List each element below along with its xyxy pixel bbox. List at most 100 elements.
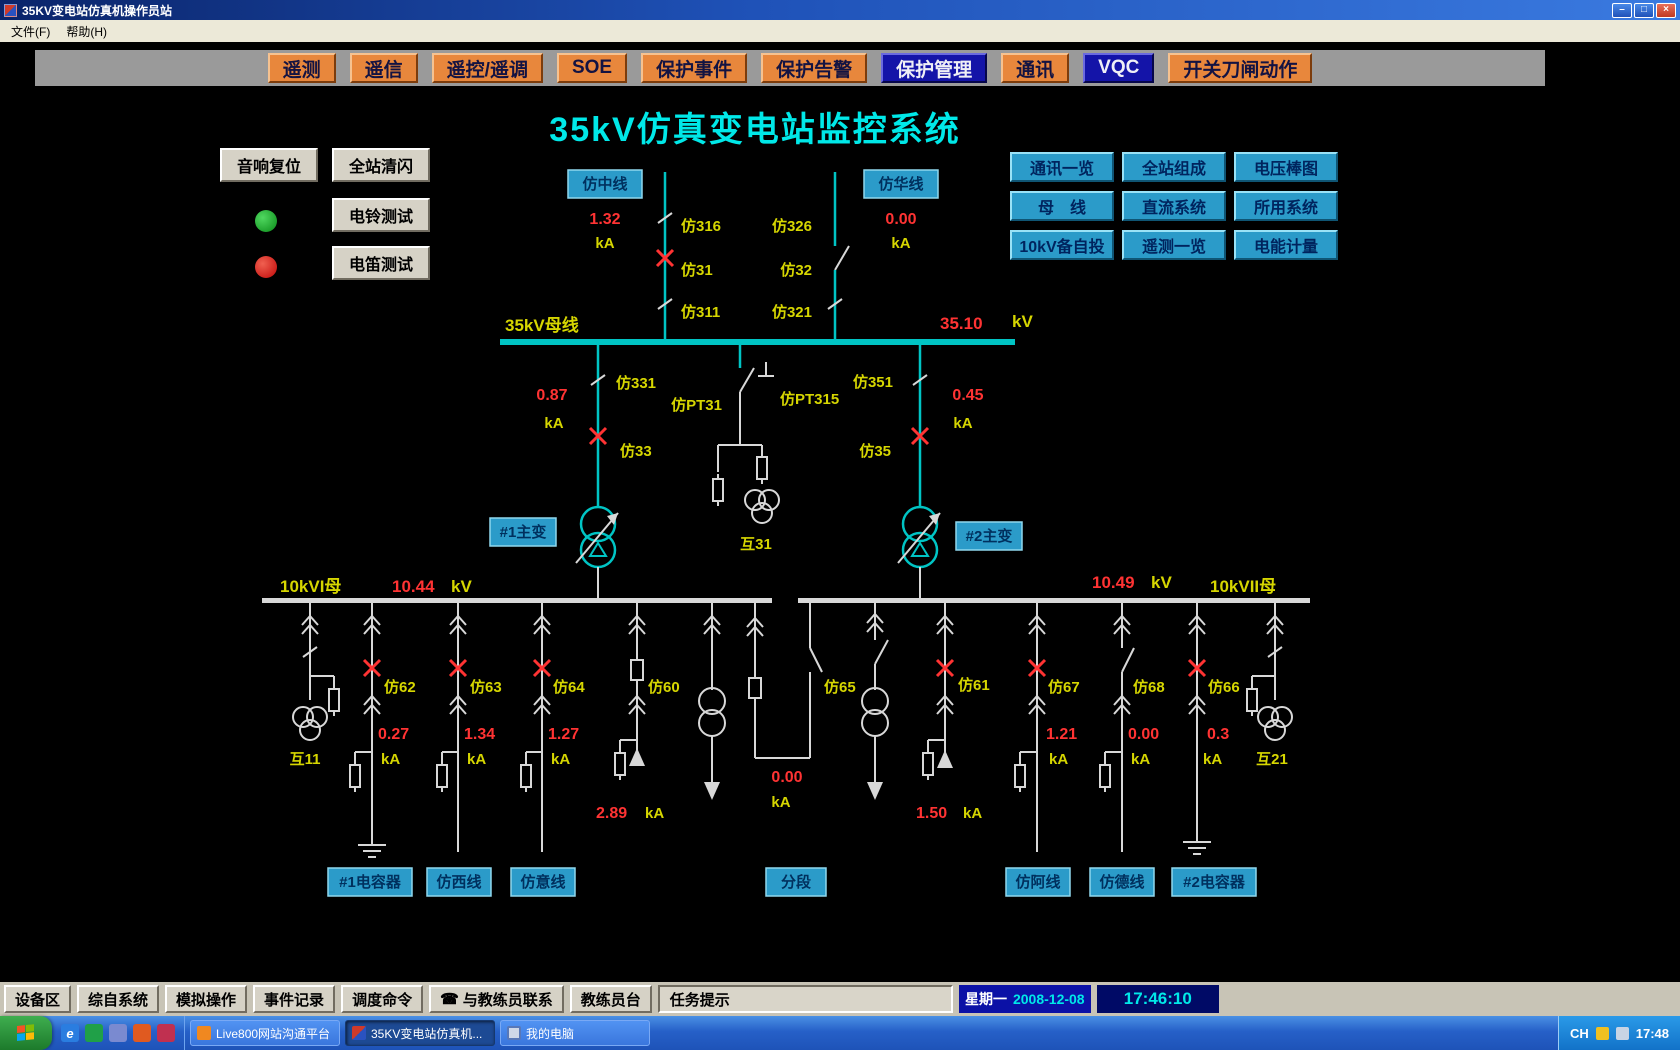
minimize-button[interactable]: – — [1612, 2, 1632, 18]
line-name-box-fangzhong[interactable] — [567, 169, 643, 199]
bell-test-button[interactable]: 电铃测试 — [332, 198, 430, 232]
event-record-button[interactable]: 事件记录 — [253, 985, 336, 1013]
device-area-button[interactable]: 设备区 — [4, 985, 72, 1013]
horn-test-button[interactable]: 电笛测试 — [332, 246, 430, 280]
transformer2-symbol[interactable] — [896, 505, 942, 569]
close-button[interactable]: × — [1656, 2, 1676, 18]
menu-file[interactable]: 文件(F) — [11, 24, 51, 39]
feeder-current-unit: kA — [551, 751, 570, 768]
nav-comm-overview-button[interactable]: 通讯一览 — [1010, 152, 1114, 182]
fuse-icon[interactable] — [614, 747, 626, 781]
pt-name: 互21 — [1256, 751, 1288, 768]
label-box-fangde[interactable] — [1089, 867, 1155, 897]
fuse-icon[interactable] — [520, 759, 532, 793]
toolbar-telemetry-button[interactable]: 遥测 — [267, 53, 336, 83]
toolbar-protection-mgmt-button[interactable]: 保护管理 — [881, 53, 988, 83]
nav-dc-system-button[interactable]: 直流系统 — [1122, 191, 1226, 221]
feeder-fang64: 仿64 1.27 kA — [520, 603, 585, 852]
fuse-icon[interactable] — [1014, 759, 1026, 793]
toolbar-protection-event-button[interactable]: 保护事件 — [641, 53, 748, 83]
nav-energy-metering-button[interactable]: 电能计量 — [1234, 230, 1338, 260]
open-switch-icon[interactable] — [874, 639, 889, 665]
simulation-operation-button[interactable]: 模拟操作 — [165, 985, 248, 1013]
open-switch-fang65[interactable] — [809, 647, 823, 673]
nav-10kv-ats-button[interactable]: 10kV备自投 — [1010, 230, 1114, 260]
line-name-box-fanghua[interactable] — [863, 169, 939, 199]
dispatch-command-button[interactable]: 调度命令 — [341, 985, 424, 1013]
contact-instructor-button[interactable]: ☎ 与教练员联系 — [429, 985, 564, 1013]
transformer2-name: #2主变 — [966, 527, 1013, 545]
t1-current: 0.87 — [536, 387, 567, 404]
quicklaunch-desktop-icon[interactable] — [85, 1024, 103, 1042]
substation-app-icon — [352, 1026, 366, 1040]
tray-app-icon[interactable] — [1595, 1026, 1609, 1040]
task-my-computer[interactable]: 我的电脑 — [500, 1020, 650, 1046]
fuse-icon[interactable] — [328, 683, 340, 717]
switch-label: 仿331 — [616, 374, 656, 392]
nav-voltage-bar-button[interactable]: 电压棒图 — [1234, 152, 1338, 182]
arrow-down-icon — [867, 782, 883, 800]
fuse-icon[interactable] — [1099, 759, 1111, 793]
nav-telemetry-overview-button[interactable]: 遥测一览 — [1122, 230, 1226, 260]
quicklaunch-app-icon[interactable] — [133, 1024, 151, 1042]
open-switch-pt31[interactable] — [739, 367, 755, 393]
fuse-icon[interactable] — [349, 759, 361, 793]
label-box-fangyi[interactable] — [510, 867, 576, 897]
toolbar-vqc-button[interactable]: VQC — [1083, 53, 1155, 83]
maximize-button[interactable]: □ — [1634, 2, 1654, 18]
toolbar-soe-button[interactable]: SOE — [556, 53, 628, 83]
fuse-icon[interactable] — [436, 759, 448, 793]
toolbar-switch-action-button[interactable]: 开关刀闸动作 — [1168, 53, 1313, 83]
sound-reset-button[interactable]: 音响复位 — [220, 148, 318, 182]
titlebar: 35KV变电站仿真机操作员站 – □ × — [0, 0, 1680, 20]
task-live800[interactable]: Live800网站沟通平台 — [190, 1020, 340, 1046]
feeder-current: 0.3 — [1207, 726, 1229, 743]
task-label: Live800网站沟通平台 — [216, 1026, 331, 1041]
transformer1-name-box[interactable] — [489, 517, 557, 547]
toolbar-comm-button[interactable]: 通讯 — [1001, 53, 1070, 83]
instructor-station-button[interactable]: 教练员台 — [569, 985, 652, 1013]
volume-icon[interactable] — [1615, 1026, 1629, 1040]
arrow-down-icon — [704, 782, 720, 800]
nav-station-composition-button[interactable]: 全站组成 — [1122, 152, 1226, 182]
station-clear-button[interactable]: 全站清闪 — [332, 148, 430, 182]
toolbar-telecontrol-button[interactable]: 遥控/遥调 — [431, 53, 543, 83]
menu-help[interactable]: 帮助(H) — [66, 24, 107, 39]
switch-label: 仿311 — [681, 303, 720, 321]
transformer1-symbol[interactable] — [574, 505, 620, 569]
toolbar-telesignal-button[interactable]: 遥信 — [349, 53, 418, 83]
feeder-current-unit: kA — [645, 805, 664, 822]
feeder-current: 1.50 — [916, 805, 947, 822]
start-button[interactable] — [0, 1016, 52, 1050]
transformer-symbol[interactable] — [698, 687, 726, 737]
fuse-icon[interactable] — [1246, 683, 1258, 717]
transformer-symbol[interactable] — [861, 687, 889, 737]
pt35-fuse-left[interactable] — [712, 473, 724, 507]
label-box-fanga[interactable] — [1005, 867, 1071, 897]
tie-breaker[interactable] — [748, 677, 762, 699]
task-substation-sim[interactable]: 35KV变电站仿真机... — [345, 1020, 495, 1046]
label-box-capacitor2[interactable] — [1171, 867, 1257, 897]
nav-station-service-button[interactable]: 所用系统 — [1234, 191, 1338, 221]
integrated-system-button[interactable]: 综自系统 — [77, 985, 160, 1013]
switch-label: 仿PT31 — [671, 396, 722, 414]
label-box-fangxi[interactable] — [426, 867, 492, 897]
fuse-icon[interactable] — [922, 747, 934, 781]
phone-icon: ☎ — [440, 991, 459, 1008]
switch-label: 仿61 — [958, 676, 990, 694]
breaker-fang60[interactable] — [630, 659, 644, 681]
transformer2-name-box[interactable] — [955, 521, 1023, 551]
label-box-capacitor1[interactable] — [327, 867, 413, 897]
tray-clock: 17:48 — [1635, 1025, 1669, 1041]
open-switch-fang32[interactable] — [834, 245, 850, 271]
pt35-fuse-right[interactable] — [756, 451, 768, 485]
open-switch-fang68[interactable] — [1121, 647, 1135, 673]
language-indicator[interactable]: CH — [1569, 1025, 1589, 1041]
nav-busbar-button[interactable]: 母 线 — [1010, 191, 1114, 221]
quicklaunch-browser-icon[interactable]: e — [61, 1024, 79, 1042]
toolbar-protection-alarm-button[interactable]: 保护告警 — [761, 53, 868, 83]
quicklaunch-messenger-icon[interactable] — [157, 1024, 175, 1042]
label-box-bustie[interactable] — [765, 867, 827, 897]
quicklaunch-media-icon[interactable] — [109, 1024, 127, 1042]
